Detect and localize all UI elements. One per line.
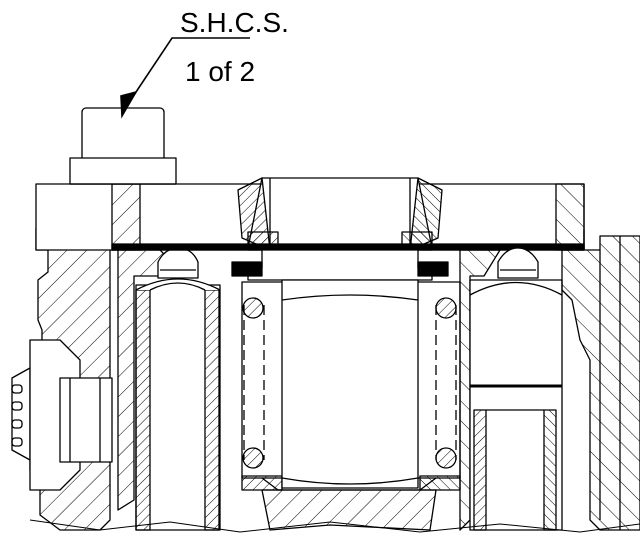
callout-label-screw-type: S.H.C.S. — [180, 7, 289, 38]
spring-wire-tr — [435, 297, 457, 319]
callout-leader — [120, 37, 250, 119]
spring-wire-bl — [242, 447, 264, 469]
right-valve-head — [497, 247, 539, 279]
callout-arrowhead — [120, 90, 138, 119]
inner-plunger — [281, 279, 419, 489]
spring-wire-br — [435, 447, 457, 469]
bottom-break-line — [29, 519, 640, 533]
right-cylinder-cap — [469, 281, 563, 296]
central-sleeve — [247, 249, 433, 281]
callout-label-quantity: 1 of 2 — [185, 56, 256, 87]
top-plate-right-hatch — [555, 183, 585, 251]
spring-coils — [243, 305, 457, 460]
left-bore-wall — [117, 249, 173, 511]
right-housing — [561, 235, 640, 531]
left-cylinder-cap — [135, 278, 221, 291]
screw-washer — [69, 157, 177, 185]
spring-wire-tl — [242, 297, 264, 319]
top-plate-left-hatch — [111, 183, 141, 251]
left-cylinder-wall-r — [204, 289, 220, 531]
left-cylinder-wall-l — [135, 289, 151, 531]
left-valve-head — [157, 247, 199, 279]
